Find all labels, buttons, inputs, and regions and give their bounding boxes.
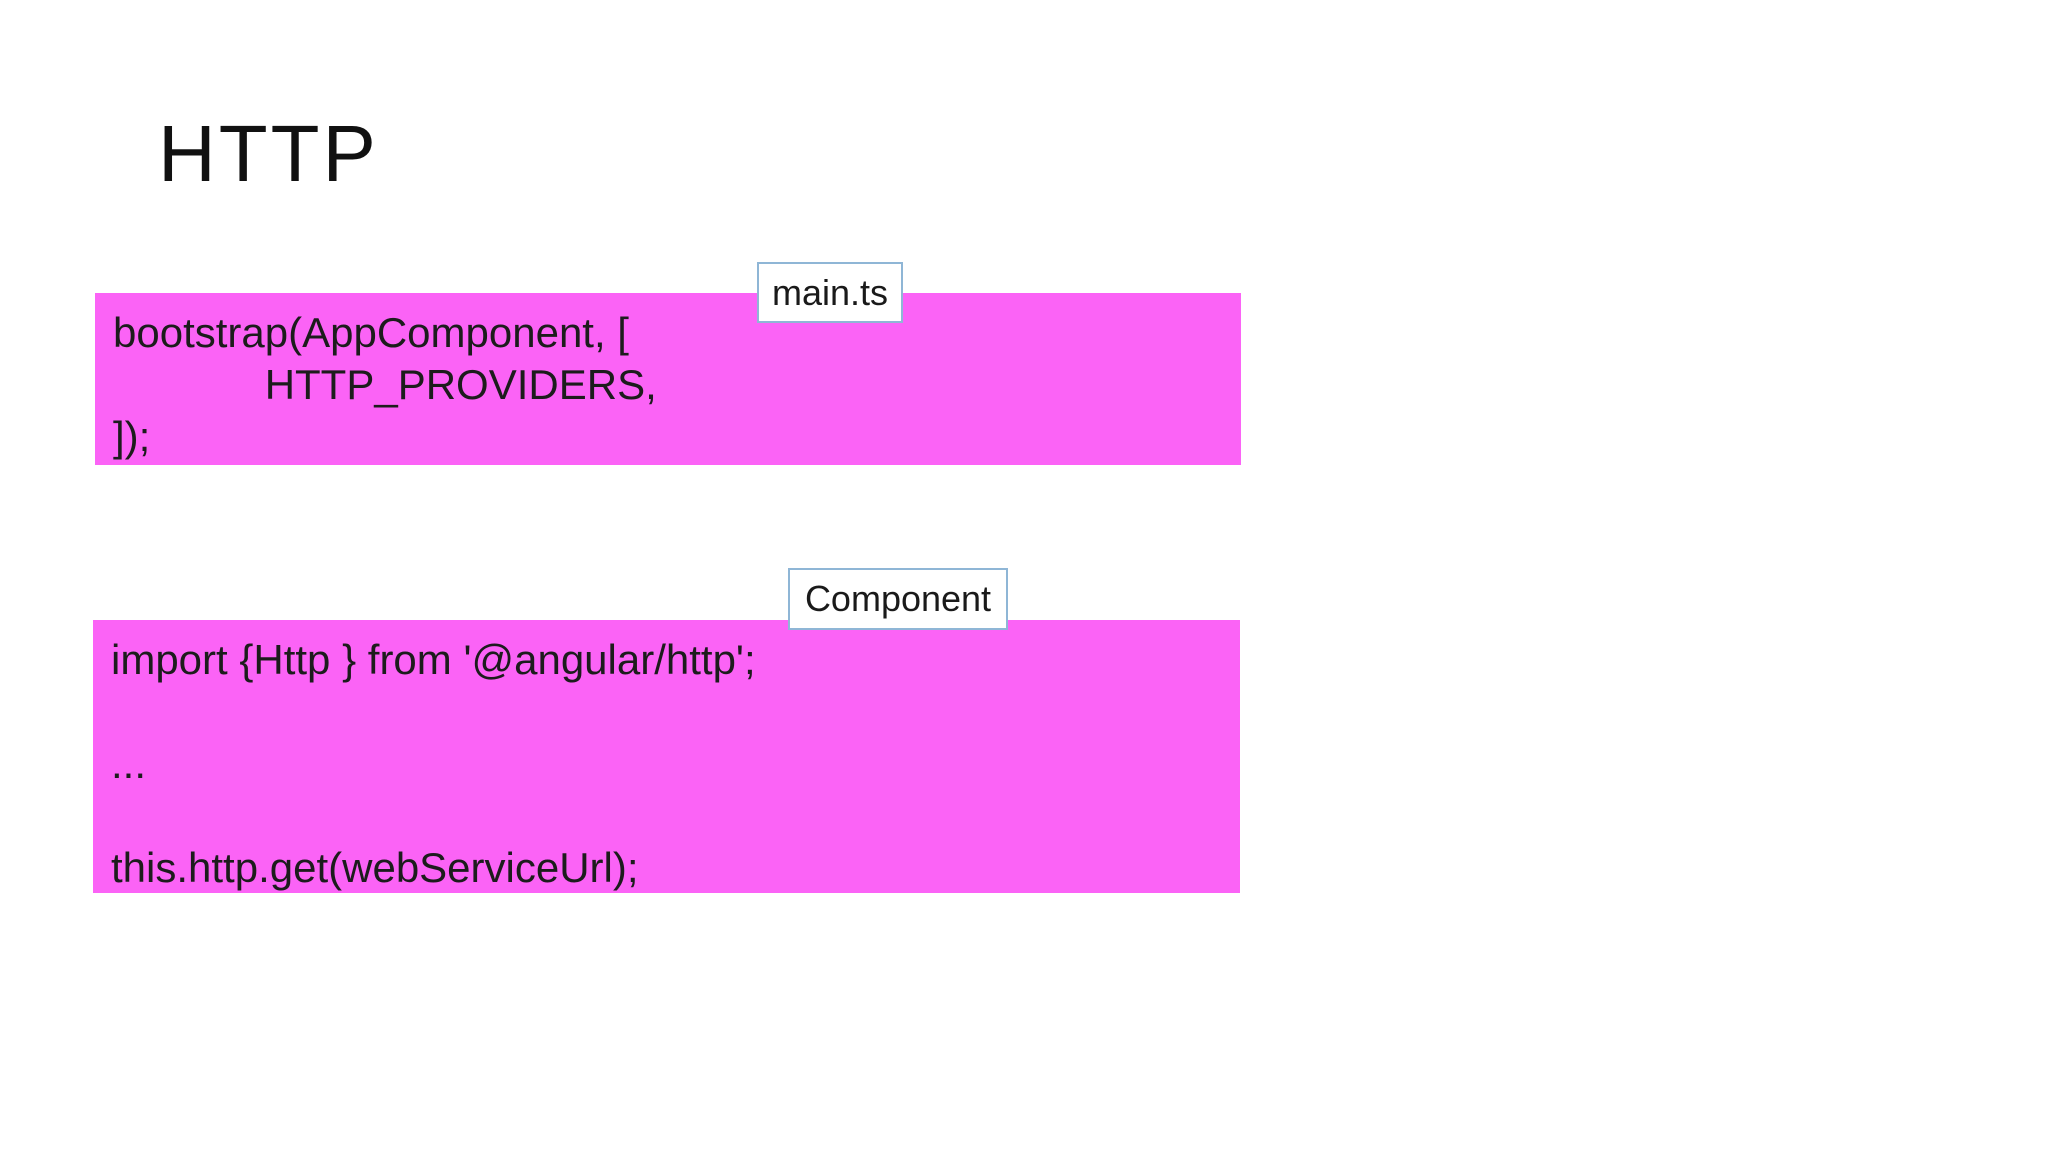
code-line: bootstrap(AppComponent, [ [113, 309, 629, 356]
code-line: ]); [113, 413, 151, 460]
file-label-main-ts: main.ts [757, 262, 903, 323]
file-label-component: Component [788, 568, 1008, 630]
code-line: ... [111, 740, 147, 787]
code-line [111, 686, 1230, 738]
slide-title: HTTP [158, 109, 379, 198]
file-label-component-text: Component [804, 578, 992, 619]
code-line: this.http.get(webServiceUrl); [111, 844, 639, 891]
code-line [111, 790, 1230, 842]
file-label-main-ts-text: main.ts [771, 271, 889, 313]
code-line: import {Http } from '@angular/http'; [111, 636, 756, 683]
code-block-main-ts: bootstrap(AppComponent, [ HTTP_PROVIDERS… [95, 293, 1241, 465]
code-block-component: import {Http } from '@angular/http'; ...… [93, 620, 1240, 893]
code-line: HTTP_PROVIDERS, [113, 361, 657, 408]
